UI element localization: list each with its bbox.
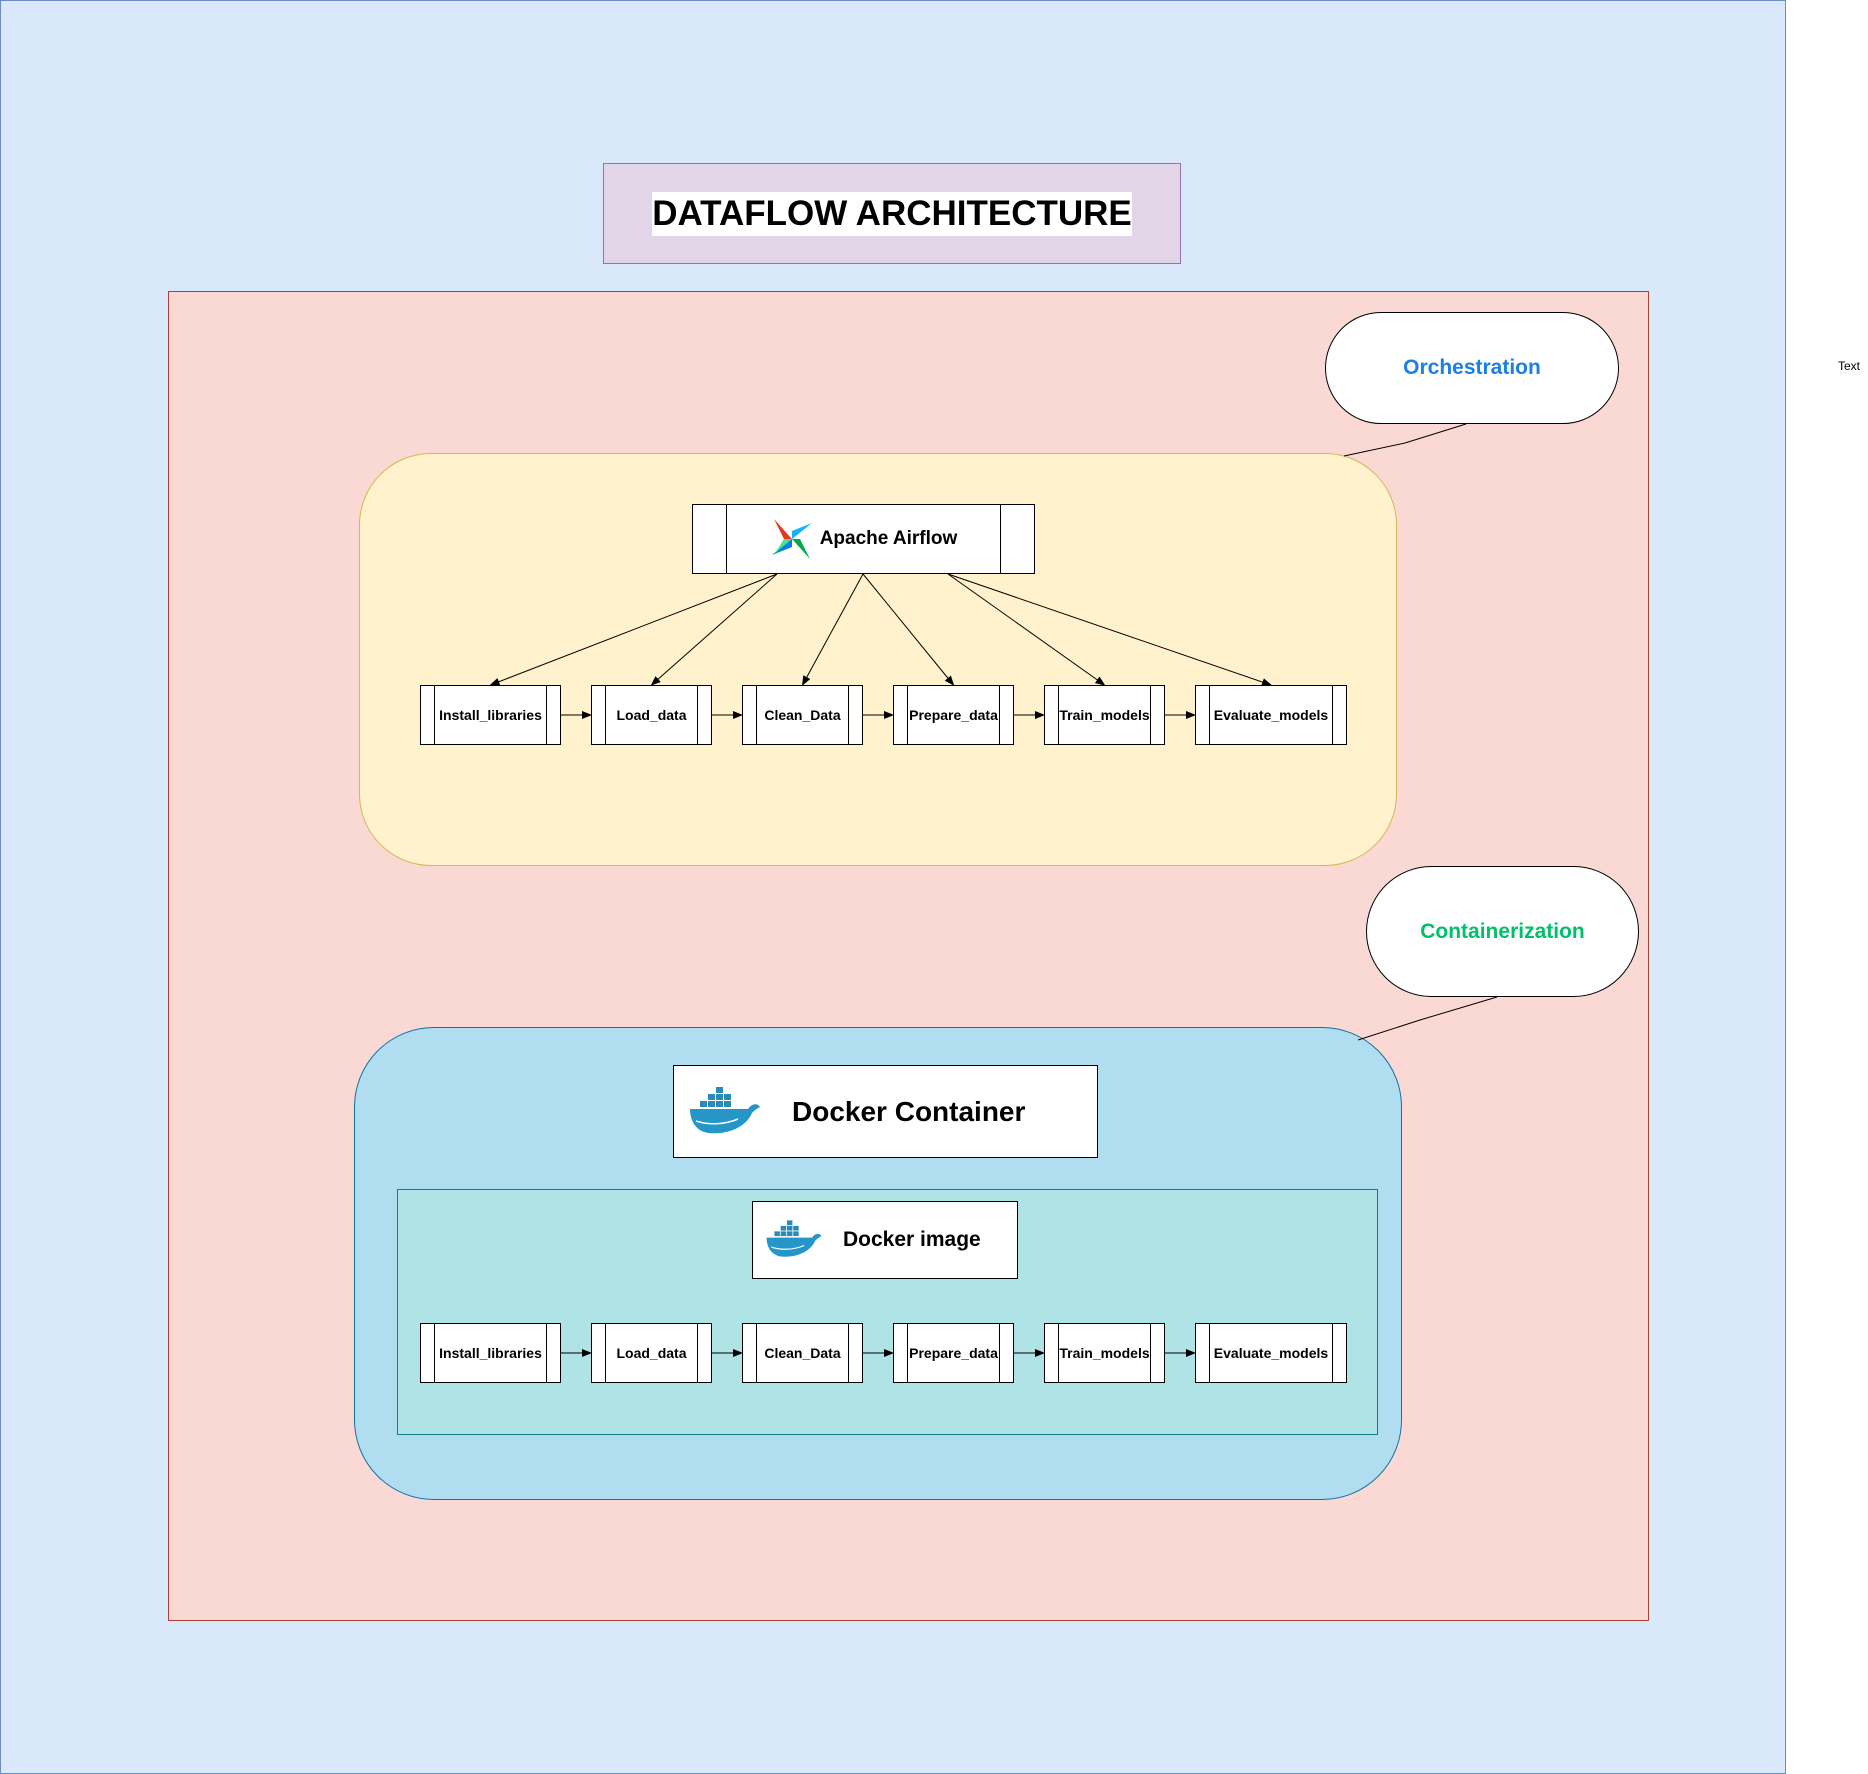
airflow-task-clean-data: Clean_Data [742,685,863,745]
docker-task-train-models: Train_models [1044,1323,1165,1383]
docker-task-prepare-data: Prepare_data [893,1323,1014,1383]
airflow-task-prepare-data: Prepare_data [893,685,1014,745]
containerization-callout-tail [1357,996,1498,1041]
airflow-task-label: Evaluate_models [1213,707,1329,723]
airflow-fanout-arrow [802,573,864,686]
airflow-task-evaluate-models: Evaluate_models [1195,685,1347,745]
docker-task-clean-data: Clean_Data [742,1323,863,1383]
docker-task-label: Load_data [616,1345,687,1361]
airflow-task-label: Clean_Data [764,707,841,723]
orchestration-label: Orchestration [1403,356,1541,379]
airflow-task-load-data: Load_data [591,685,712,745]
containerization-label: Containerization [1420,919,1585,943]
docker-container-node: Docker Container [673,1065,1098,1158]
diagram-title-box: DATAFLOW ARCHITECTURE [603,163,1181,264]
orchestration-callout: Orchestration [1325,312,1619,424]
airflow-task-label: Prepare_data [909,707,998,723]
airflow-task-label: Install_libraries [439,707,542,723]
docker-task-load-data: Load_data [591,1323,712,1383]
docker-task-evaluate-models: Evaluate_models [1195,1323,1347,1383]
docker-whale-icon [690,1086,760,1133]
docker-whale-icon [766,1220,822,1257]
docker-image-node: Docker image [752,1201,1018,1279]
airflow-fanout-arrow [862,573,955,686]
docker-task-label: Train_models [1059,1345,1150,1361]
airflow-fanout-arrow [947,573,1106,686]
docker-task-label: Install_libraries [439,1345,542,1361]
docker-task-label: Prepare_data [909,1345,998,1361]
airflow-task-label: Load_data [616,707,687,723]
docker-task-label: Clean_Data [764,1345,841,1361]
orchestration-callout-tail [1343,423,1467,457]
airflow-fanout-arrow [650,573,778,686]
airflow-icon [771,519,812,559]
docker-task-label: Evaluate_models [1213,1345,1329,1361]
airflow-task-install-libraries: Install_libraries [420,685,561,745]
airflow-task-label: Train_models [1059,707,1150,723]
docker-task-install-libraries: Install_libraries [420,1323,561,1383]
airflow-fanout-arrow [947,573,1272,686]
diagram-title: DATAFLOW ARCHITECTURE [652,191,1132,236]
docker-image-label: Docker image [843,1228,981,1251]
docker-container-label: Docker Container [792,1095,1026,1127]
apache-airflow-node: Apache Airflow [692,504,1035,574]
apache-airflow-label: Apache Airflow [819,528,958,549]
airflow-fanout-arrow [489,573,778,686]
stray-text-label: Text [1838,359,1861,373]
containerization-callout: Containerization [1366,866,1639,997]
airflow-task-train-models: Train_models [1044,685,1165,745]
